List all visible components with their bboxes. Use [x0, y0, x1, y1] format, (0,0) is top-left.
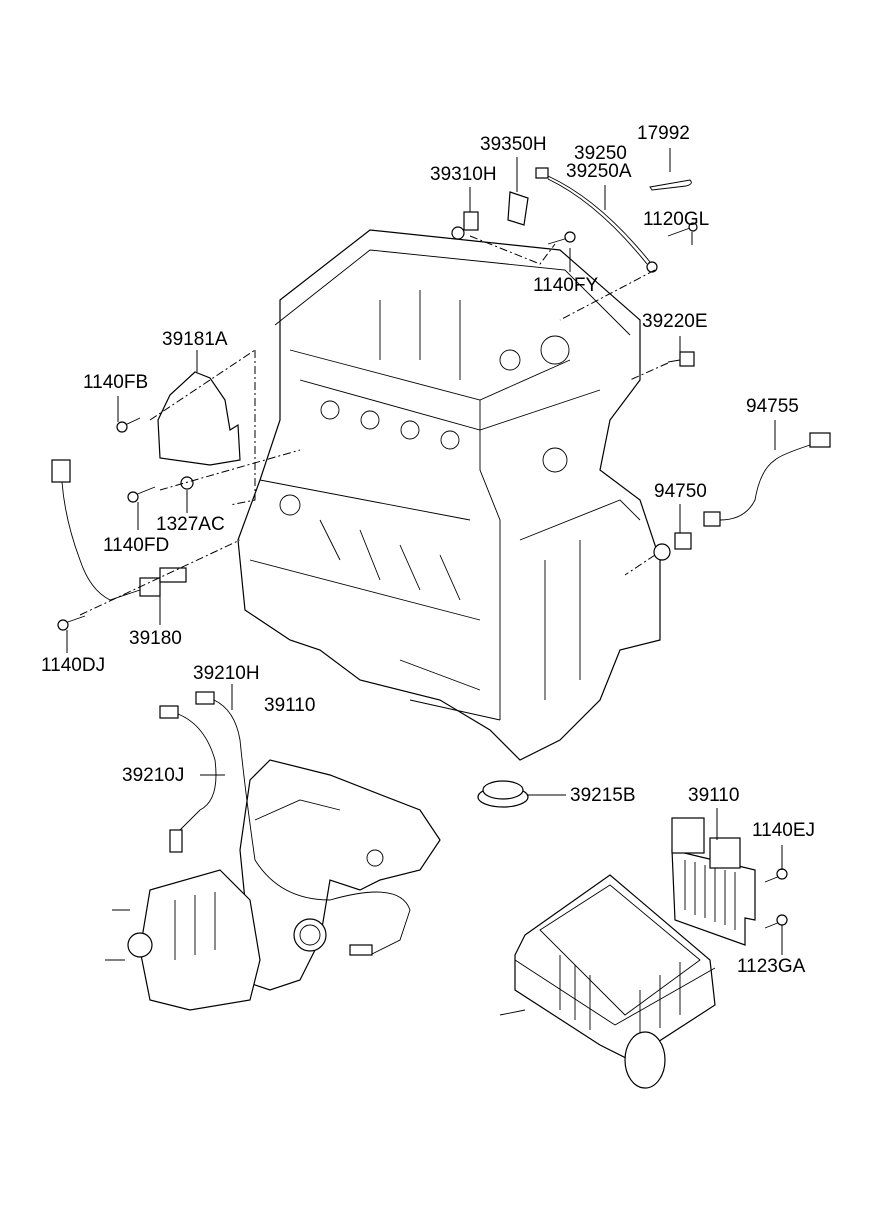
bolt-1140DJ	[57, 615, 86, 631]
leader-lines	[66, 148, 783, 955]
harness-94755	[703, 432, 831, 527]
callout-39250A: 39250A	[566, 161, 632, 182]
ecm-39110	[671, 817, 756, 946]
callout-39310H: 39310H	[430, 164, 497, 185]
callout-1140FB: 1140FB	[83, 372, 149, 393]
bracket-39350H	[507, 191, 529, 226]
callout-39220E: 39220E	[642, 311, 708, 332]
callout-1140FD: 1140FD	[103, 535, 170, 556]
o2-sensor-39210H	[195, 691, 411, 956]
o2-sensor-39250	[535, 167, 658, 273]
collar-1327AC	[180, 476, 194, 490]
callout-1120GL: 1120GL	[643, 209, 710, 230]
callout-17992: 17992	[637, 123, 690, 144]
cover-39181A	[157, 371, 241, 466]
cam-sensor-39310H	[451, 211, 479, 240]
o2-sensor-39210J	[159, 705, 217, 853]
knock-sensor-94750	[653, 532, 692, 561]
air-cleaner	[499, 874, 716, 1089]
callout-39210H: 39210H	[193, 663, 260, 684]
callout-1140FY: 1140FY	[533, 275, 599, 296]
clip-17992	[649, 179, 692, 191]
callout-1123GA: 1123GA	[737, 956, 806, 977]
callout-94750: 94750	[654, 481, 707, 502]
callout-39110-upper: 39110	[264, 695, 316, 716]
bolt-1140FB	[116, 417, 141, 433]
callout-39110-lower: 39110	[688, 785, 740, 806]
bolt-1140FD	[127, 486, 156, 503]
temp-sensor-39220E	[667, 351, 695, 367]
engine-block	[237, 229, 661, 761]
plug-39215B	[477, 780, 529, 808]
callout-39180: 39180	[129, 628, 182, 649]
callout-1140EJ: 1140EJ	[752, 820, 816, 841]
bolt-1140FY	[547, 231, 576, 245]
callout-39181A: 39181A	[162, 329, 228, 350]
callout-1140DJ: 1140DJ	[41, 655, 106, 676]
bolt-1140EJ	[764, 868, 788, 883]
bolt-1123GA	[764, 914, 788, 929]
exhaust-manifold	[105, 759, 441, 1011]
crank-sensor-39180	[51, 459, 187, 601]
callout-1327AC: 1327AC	[156, 514, 225, 535]
callout-39350H: 39350H	[480, 134, 547, 155]
callout-39215B: 39215B	[570, 785, 636, 806]
callout-39250: 39250	[574, 143, 627, 164]
bolt-1120GL	[667, 222, 698, 237]
callout-94755: 94755	[746, 396, 799, 417]
callout-39210J: 39210J	[122, 765, 185, 786]
